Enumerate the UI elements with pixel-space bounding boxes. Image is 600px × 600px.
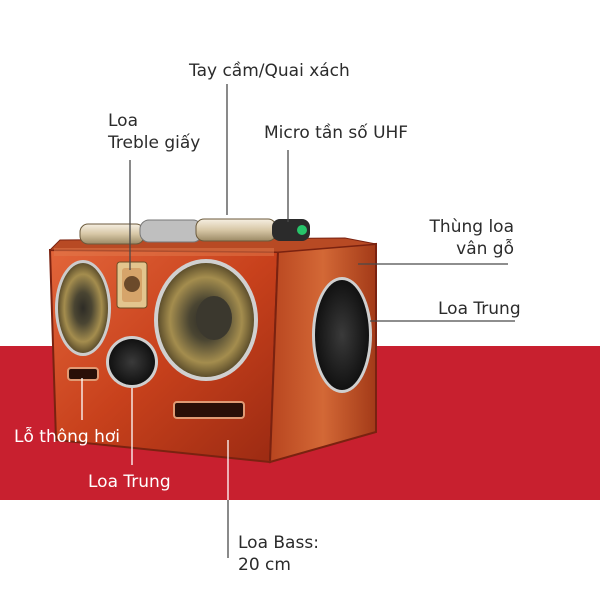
label-tweeter-line2: Treble giấy	[108, 133, 201, 153]
front-mid-speaker	[106, 336, 158, 388]
label-vent: Lỗ thông hơi	[14, 427, 120, 447]
label-tweeter: Loa Treble giấy	[108, 110, 200, 154]
vent-ports	[67, 367, 245, 419]
label-tweeter-line1: Loa	[108, 111, 138, 131]
front-left-speaker	[55, 260, 111, 356]
side-mid-speaker	[312, 277, 372, 393]
label-cabinet-line1: Thùng loa	[429, 217, 514, 237]
label-mic: Micro tần số UHF	[264, 123, 409, 143]
label-handle: Tay cầm/Quai xách	[189, 61, 350, 81]
label-cabinet: Thùng loa vân gỗ	[410, 216, 514, 260]
microphone-icon	[79, 218, 310, 245]
tweeter	[116, 261, 148, 309]
label-side-mid: Loa Trung	[438, 299, 521, 319]
label-bass-line2: 20 cm	[238, 555, 291, 575]
bass-woofer	[154, 259, 258, 381]
label-bass: Loa Bass: 20 cm	[238, 532, 319, 576]
label-cabinet-line2: vân gỗ	[456, 239, 514, 259]
label-front-mid: Loa Trung	[88, 472, 171, 492]
label-bass-line1: Loa Bass:	[238, 533, 319, 553]
leader-lines	[81, 84, 515, 558]
